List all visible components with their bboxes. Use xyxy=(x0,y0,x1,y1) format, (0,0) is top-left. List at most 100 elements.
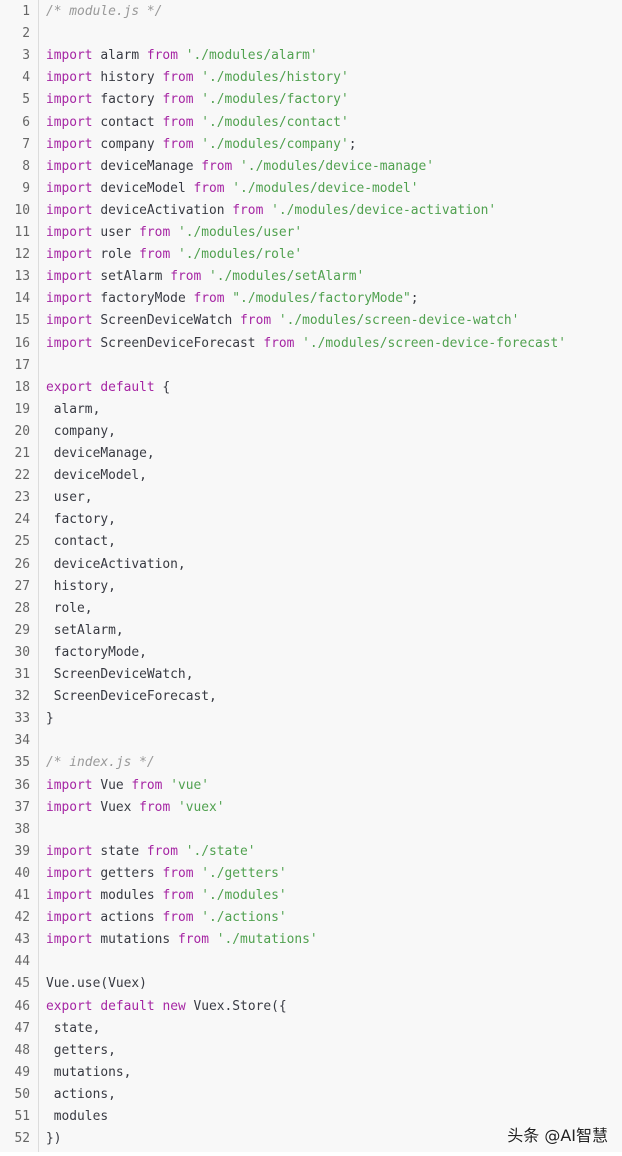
code-token: ScreenDeviceWatch, xyxy=(46,667,194,682)
line-number: 30 xyxy=(14,644,30,660)
line-number: 31 xyxy=(14,667,30,682)
line-number: 23 xyxy=(14,490,30,506)
code-token: user xyxy=(92,225,140,240)
keyword-token: import xyxy=(46,48,93,64)
code-token: state, xyxy=(46,1020,101,1036)
code-token: state xyxy=(92,843,147,859)
keyword-token: from xyxy=(201,158,233,174)
gutter-divider xyxy=(38,0,39,1152)
code-line: 51 modules xyxy=(0,1106,108,1128)
string-token: './modules/factory' xyxy=(201,92,349,108)
code-token: alarm xyxy=(92,48,147,64)
keyword-token: import xyxy=(46,313,93,329)
keyword-token: from xyxy=(177,932,209,948)
code-token: getters, xyxy=(46,1042,116,1058)
line-number: 26 xyxy=(14,556,30,572)
code-token xyxy=(271,313,279,328)
code-token xyxy=(209,932,217,947)
code-token: deviceModel xyxy=(92,180,194,196)
code-line: 21 deviceManage, xyxy=(0,443,154,465)
code-line: 26 deviceActivation, xyxy=(0,554,185,576)
code-token: } xyxy=(46,711,54,727)
code-line: 29 setAlarm, xyxy=(0,620,123,642)
code-token: Vue xyxy=(92,777,132,793)
code-token: deviceManage xyxy=(92,158,202,174)
keyword-token: import xyxy=(46,269,93,285)
line-number: 1 xyxy=(22,4,30,19)
code-token: company, xyxy=(46,423,116,439)
keyword-token: new xyxy=(162,998,186,1014)
line-number: 37 xyxy=(14,799,30,815)
keyword-token: from xyxy=(162,114,194,130)
line-number: 45 xyxy=(14,976,30,992)
string-token: './state' xyxy=(185,843,256,859)
code-line: 20 company, xyxy=(0,421,116,443)
keyword-token: from xyxy=(146,48,178,64)
keyword-token: from xyxy=(162,136,194,152)
line-number: 41 xyxy=(14,888,30,903)
keyword-token: from xyxy=(193,291,225,307)
keyword-token: from xyxy=(232,202,264,218)
code-token xyxy=(170,800,178,815)
code-token: company xyxy=(92,136,163,152)
keyword-token: export xyxy=(46,998,93,1014)
line-number: 51 xyxy=(14,1109,30,1124)
code-line: 38 xyxy=(0,819,46,841)
code-token: factoryMode, xyxy=(46,644,147,660)
line-number: 43 xyxy=(14,932,30,948)
code-line: 30 factoryMode, xyxy=(0,642,147,664)
code-token xyxy=(232,159,240,174)
code-line: 23 user, xyxy=(0,487,92,509)
keyword-token: import xyxy=(46,888,93,903)
keyword-token: default xyxy=(100,998,155,1014)
keyword-token: import xyxy=(46,777,93,793)
line-number: 33 xyxy=(14,711,30,727)
keyword-token: import xyxy=(46,136,93,152)
code-token: deviceModel, xyxy=(46,468,147,484)
string-token: 'vue' xyxy=(170,777,210,793)
line-number: 20 xyxy=(14,423,30,439)
line-number: 28 xyxy=(14,600,30,616)
line-number: 16 xyxy=(14,335,30,351)
comment-token: /* module.js */ xyxy=(46,4,163,19)
string-token: './modules/user' xyxy=(177,225,303,240)
code-line: 28 role, xyxy=(0,598,93,620)
keyword-token: import xyxy=(46,335,93,351)
code-token: { xyxy=(154,379,171,395)
keyword-token: from xyxy=(162,70,194,86)
keyword-token: from xyxy=(139,247,171,263)
line-number: 36 xyxy=(14,777,30,793)
line-number: 10 xyxy=(14,202,30,218)
line-number: 32 xyxy=(14,689,30,705)
line-number: 50 xyxy=(14,1086,30,1102)
line-number: 39 xyxy=(14,843,30,859)
code-token: role, xyxy=(46,600,93,616)
string-token: './modules/company' xyxy=(201,136,349,152)
keyword-token: import xyxy=(46,114,93,130)
line-number: 22 xyxy=(14,468,30,484)
code-line: 22 deviceModel, xyxy=(0,465,147,487)
string-token: './modules/device-model' xyxy=(232,180,419,196)
keyword-token: import xyxy=(46,932,93,948)
code-line: 52}) xyxy=(0,1128,61,1150)
code-token: contact, xyxy=(46,534,116,550)
line-number: 47 xyxy=(14,1020,30,1036)
line-number: 18 xyxy=(14,379,30,395)
code-token: Vue.use(Vuex) xyxy=(46,976,147,992)
line-number: 35 xyxy=(14,755,30,771)
code-line: 35/* index.js */ xyxy=(0,752,154,774)
line-number: 40 xyxy=(14,865,30,881)
keyword-token: import xyxy=(46,225,93,240)
string-token: "./modules/factoryMode" xyxy=(232,291,411,307)
